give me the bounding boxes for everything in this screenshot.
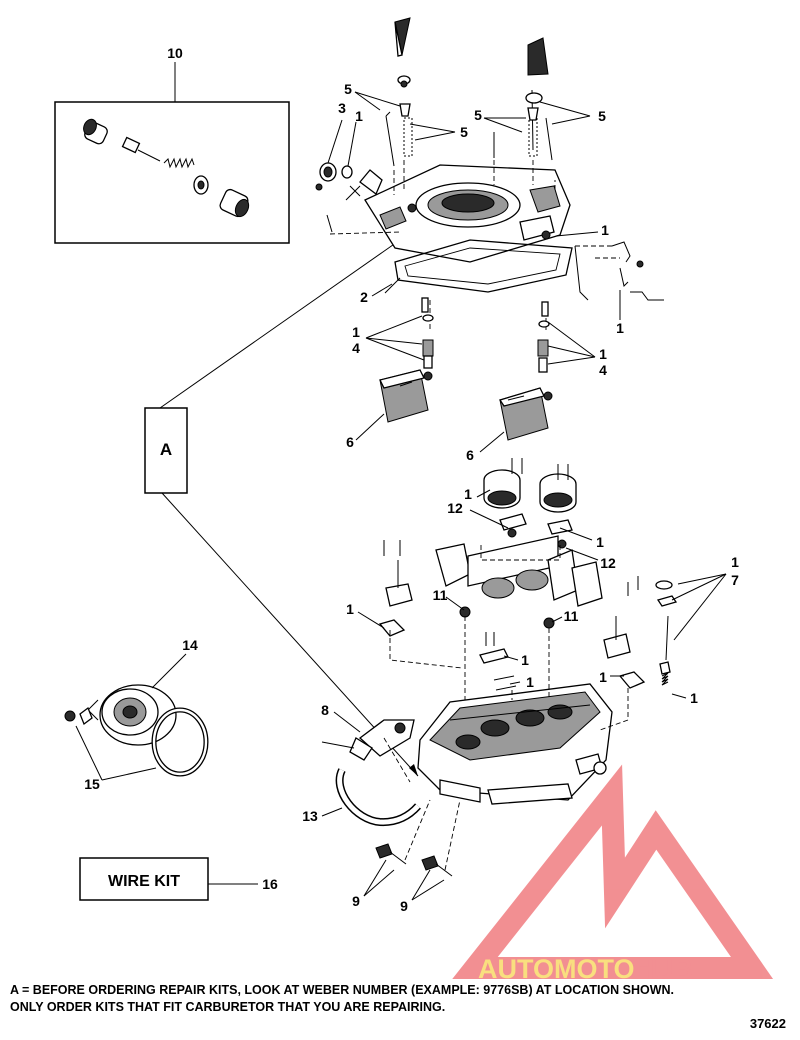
callout-1: 1 <box>601 222 609 238</box>
callout-10: 10 <box>167 45 183 61</box>
note-line-2: ONLY ORDER KITS THAT FIT CARBURETOR THAT… <box>10 1000 446 1014</box>
callout-5: 5 <box>344 81 352 97</box>
accelerator-pump-housings <box>483 458 577 513</box>
location-a-box: A <box>144 211 441 777</box>
automotohub-watermark: AUTOMOTOHUB <box>452 764 774 984</box>
callout-12: 12 <box>447 500 463 516</box>
callout-11: 11 <box>433 587 448 603</box>
washer-icon <box>193 175 209 195</box>
callout-1: 1 <box>521 652 529 668</box>
leader-lines <box>75 91 727 901</box>
idle-screw-assembly <box>655 580 678 686</box>
kit-10-box <box>54 62 290 244</box>
fuel-line-hose <box>335 768 421 827</box>
callout-5: 5 <box>474 107 482 123</box>
callout-9: 9 <box>400 898 408 914</box>
callout-9: 9 <box>352 893 360 909</box>
plug-icon <box>219 188 250 218</box>
ordering-note: A = BEFORE ORDERING REPAIR KITS, LOOK AT… <box>10 982 800 1016</box>
callout-1: 1 <box>616 320 624 336</box>
needle-seat-icon <box>83 118 161 162</box>
callout-5: 5 <box>598 108 606 124</box>
callout-labels: 10 5 5 5 5 3 1 1 1 2 1 4 1 4 6 6 1 12 1 … <box>84 45 739 914</box>
air-horn-assembly <box>364 164 571 263</box>
callout-8: 8 <box>321 702 329 718</box>
callout-1: 1 <box>731 554 739 570</box>
callout-1: 1 <box>526 674 534 690</box>
callout-4: 4 <box>352 340 360 356</box>
pump-rod-left <box>385 75 413 167</box>
choke-linkage-right <box>574 241 664 301</box>
callout-15: 15 <box>84 776 100 792</box>
callout-1: 1 <box>464 486 472 502</box>
vent-flag-left <box>394 17 411 57</box>
venturi-clusters <box>435 513 603 607</box>
callout-6: 6 <box>466 447 474 463</box>
svg-text:A: A <box>160 440 172 459</box>
callout-1: 1 <box>596 534 604 550</box>
callout-7: 7 <box>731 572 739 588</box>
pump-rod-right <box>493 89 553 161</box>
small-parts-center <box>459 528 567 691</box>
callout-2: 2 <box>360 289 368 305</box>
callout-4: 4 <box>599 362 607 378</box>
choke-gasket-ring <box>151 707 209 777</box>
float-right <box>498 301 553 441</box>
vent-flag-right <box>527 37 549 76</box>
callout-16: 16 <box>262 876 278 892</box>
callout-12: 12 <box>600 555 616 571</box>
callout-14: 14 <box>182 637 198 653</box>
callout-1: 1 <box>346 601 354 617</box>
choke-parts-left <box>315 162 383 233</box>
svg-text:WIRE KIT: WIRE KIT <box>108 873 180 890</box>
fuel-inlet-fitting <box>321 719 415 783</box>
mixture-screws <box>375 843 453 877</box>
callout-3: 3 <box>338 100 346 116</box>
callout-1: 1 <box>599 346 607 362</box>
callout-11: 11 <box>564 608 579 624</box>
callout-13: 13 <box>302 808 318 824</box>
air-horn-gasket <box>384 239 573 294</box>
note-line-1: A = BEFORE ORDERING REPAIR KITS, LOOK AT… <box>10 983 675 997</box>
callout-1: 1 <box>599 669 607 685</box>
electric-choke-thermostat <box>64 684 177 746</box>
callout-1: 1 <box>352 324 360 340</box>
callout-1: 1 <box>690 690 698 706</box>
drawing-number: 37622 <box>749 1016 786 1031</box>
main-body-casting <box>417 683 613 805</box>
float-left <box>379 297 434 423</box>
spring-icon <box>163 157 195 169</box>
callout-6: 6 <box>346 434 354 450</box>
callout-5: 5 <box>460 124 468 140</box>
callout-1: 1 <box>355 108 363 124</box>
wire-kit-box: WIRE KIT <box>79 857 258 901</box>
metering-rods-and-pistons <box>378 540 646 689</box>
svg-text:AUTOMOTOHUB: AUTOMOTOHUB <box>478 954 693 984</box>
